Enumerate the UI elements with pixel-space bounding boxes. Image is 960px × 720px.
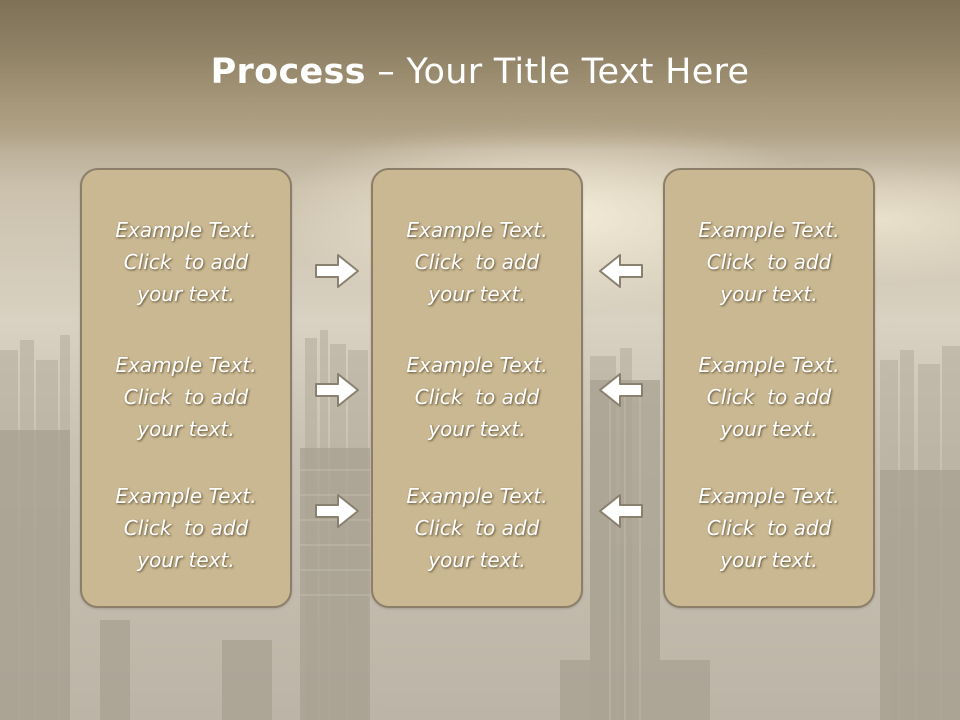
- text-line: your text.: [428, 548, 526, 572]
- slide-title[interactable]: Process – Your Title Text Here: [0, 52, 960, 92]
- text-line: Example Text.: [698, 218, 840, 242]
- text-line: Example Text.: [115, 218, 257, 242]
- arrow-left-icon: [599, 494, 643, 528]
- text-line: Click to add: [706, 385, 832, 409]
- text-line: your text.: [137, 548, 235, 572]
- center-text-panel[interactable]: Example Text. Click to add your text. Ex…: [371, 168, 583, 608]
- text-line: Example Text.: [115, 484, 257, 508]
- text-line: your text.: [720, 548, 818, 572]
- text-line: Click to add: [706, 250, 832, 274]
- text-line: Example Text.: [115, 353, 257, 377]
- header-band: [0, 0, 960, 150]
- text-line: Click to add: [414, 385, 540, 409]
- right-text-panel[interactable]: Example Text. Click to add your text. Ex…: [663, 168, 875, 608]
- text-line: Click to add: [123, 250, 249, 274]
- text-line: Example Text.: [406, 353, 548, 377]
- arrow-left-icon: [599, 373, 643, 407]
- text-line: Click to add: [414, 250, 540, 274]
- arrow-right-icon: [315, 494, 359, 528]
- text-line: Click to add: [414, 516, 540, 540]
- left-text-panel[interactable]: Example Text. Click to add your text. Ex…: [80, 168, 292, 608]
- title-rest-part: – Your Title Text Here: [365, 52, 750, 92]
- text-block[interactable]: Example Text. Click to add your text.: [373, 349, 581, 445]
- text-block[interactable]: Example Text. Click to add your text.: [665, 480, 873, 576]
- text-line: your text.: [137, 282, 235, 306]
- text-line: your text.: [428, 417, 526, 441]
- text-block[interactable]: Example Text. Click to add your text.: [373, 480, 581, 576]
- arrow-right-icon: [315, 373, 359, 407]
- text-line: your text.: [720, 282, 818, 306]
- arrow-left-icon: [599, 254, 643, 288]
- arrow-right-icon: [315, 254, 359, 288]
- text-line: Example Text.: [698, 484, 840, 508]
- text-block[interactable]: Example Text. Click to add your text.: [82, 214, 290, 310]
- text-block[interactable]: Example Text. Click to add your text.: [82, 349, 290, 445]
- text-line: Example Text.: [698, 353, 840, 377]
- text-block[interactable]: Example Text. Click to add your text.: [373, 214, 581, 310]
- text-line: Click to add: [123, 516, 249, 540]
- text-line: Click to add: [706, 516, 832, 540]
- text-line: Click to add: [123, 385, 249, 409]
- text-block[interactable]: Example Text. Click to add your text.: [665, 214, 873, 310]
- title-bold-part: Process: [210, 52, 366, 92]
- city-skyline-background: [0, 330, 960, 720]
- text-block[interactable]: Example Text. Click to add your text.: [82, 480, 290, 576]
- text-block[interactable]: Example Text. Click to add your text.: [665, 349, 873, 445]
- text-line: Example Text.: [406, 218, 548, 242]
- text-line: Example Text.: [406, 484, 548, 508]
- text-line: your text.: [137, 417, 235, 441]
- text-line: your text.: [720, 417, 818, 441]
- text-line: your text.: [428, 282, 526, 306]
